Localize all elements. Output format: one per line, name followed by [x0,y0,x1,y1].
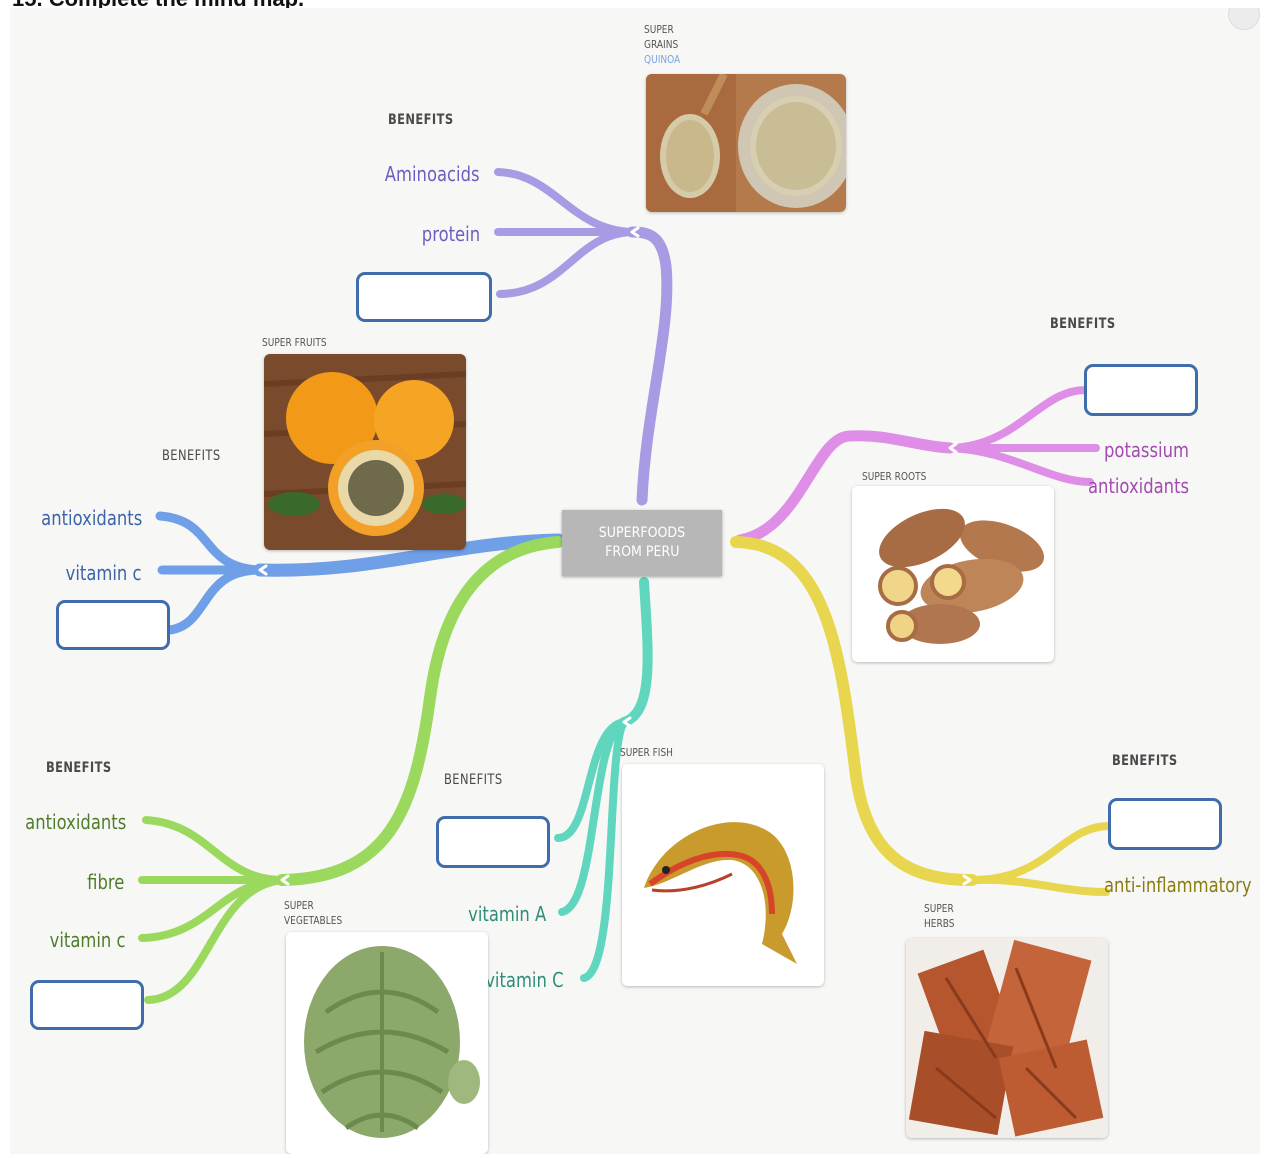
quinoa-image [646,74,846,212]
vegetables-item-2: fibre [86,870,124,894]
vegetables-answer-box[interactable] [30,980,144,1030]
fruits-benefits-heading: BENEFITS [162,448,221,464]
vegetables-label: SUPER VEGETABLES [284,898,342,928]
roots-item-1: potassium [1104,438,1189,462]
herbs-benefits-heading: BENEFITS [1112,753,1178,769]
fish-label: SUPER FISH [620,746,673,759]
roots-label: SUPER ROOTS [862,470,927,483]
fruits-item-1: antioxidants [40,506,142,530]
trout-photo [622,764,824,986]
passion-fruit-photo [264,354,466,550]
vegetables-branch [138,536,564,1004]
vegetables-benefits-heading: BENEFITS [46,760,112,776]
roots-item-2: antioxidants [1088,474,1190,498]
central-topic-line-2: FROM PERU [604,544,680,560]
roots-branch [734,385,1100,546]
fruits-item-2: vitamin c [66,561,142,585]
artichoke-image [286,932,488,1154]
fish-item-1: vitamin A [467,902,546,926]
artichoke-photo [286,932,488,1154]
grains-branch [494,168,673,506]
grains-label-line-3: QUINOA [644,53,681,66]
vegetables-item-3: vitamin c [50,928,126,952]
herbs-item-1: anti-inflammatory [1104,873,1252,897]
bark-image [906,938,1108,1138]
roots-answer-box[interactable] [1084,364,1198,416]
grains-answer-box[interactable] [356,272,492,322]
fruits-branch [155,511,565,635]
cats-claw-bark-photo [906,938,1108,1138]
grains-item-1: Aminoacids [385,162,480,186]
yacon-roots-image [852,486,1054,662]
herbs-label-line-2: HERBS [924,917,955,930]
fruits-label: SUPER FRUITS [262,336,327,349]
herbs-label-line-1: SUPER [924,902,954,915]
fruits-answer-box[interactable] [56,600,170,650]
herbs-branch [730,536,1114,896]
vegetables-label-line-1: SUPER [284,899,314,912]
central-topic-node: SUPERFOODS FROM PERU [562,510,722,576]
grains-label-line-1: SUPER [644,23,674,36]
grains-item-2: protein [421,222,480,246]
herbs-label: SUPER HERBS [924,901,955,931]
quinoa-photo [646,74,846,212]
yacon-roots-photo [852,486,1054,662]
roots-benefits-heading: BENEFITS [1050,316,1116,332]
grains-benefits-heading: BENEFITS [388,112,454,128]
passion-fruit-image [264,354,466,550]
grains-label-line-2: GRAINS [644,38,679,51]
trout-image [622,764,824,986]
page-title: 15. Complete the mind map. [12,0,304,12]
fish-answer-box[interactable] [436,816,550,868]
vegetables-item-1: antioxidants [24,810,126,834]
herbs-answer-box[interactable] [1108,798,1222,850]
mind-map-canvas: SUPERFOODS FROM PERU SUPER GRAINS QUINOA… [10,8,1260,1154]
fish-branch [554,577,653,982]
vegetables-label-line-2: VEGETABLES [284,914,343,927]
mind-map-branches [138,168,1114,1004]
fish-item-2: vitamin C [485,968,564,992]
central-topic-line-1: SUPERFOODS [598,525,686,541]
fish-benefits-heading: BENEFITS [444,772,503,788]
grains-label: SUPER GRAINS QUINOA [644,22,680,67]
